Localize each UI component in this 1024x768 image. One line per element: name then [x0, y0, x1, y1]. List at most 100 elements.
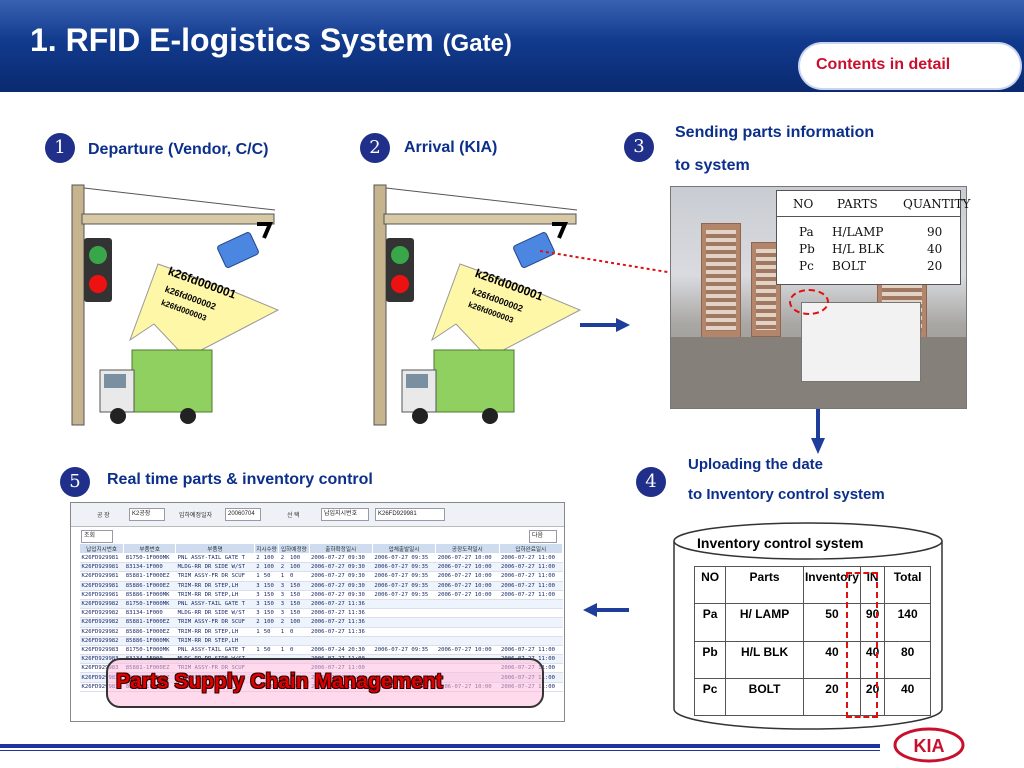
- inv-cell: Pc: [693, 677, 727, 717]
- next-button[interactable]: 다음: [529, 530, 557, 543]
- db-cell: MLDG-RR DR SIDE W/ST: [175, 562, 255, 573]
- db-cell: 2006-07-27 11:36: [309, 627, 373, 637]
- date-label: 입하예정일자: [179, 513, 213, 519]
- db-cell: MLDG-RR DR SIDE W/ST: [175, 608, 255, 619]
- popup-cell: 90: [927, 225, 943, 239]
- step-3-label-line2: to system: [675, 157, 750, 174]
- inv-cell: 40: [884, 677, 931, 717]
- db-cell: 2006-07-27 10:00: [435, 562, 500, 573]
- db-cell: 2006-07-27 09:30: [309, 562, 373, 573]
- db-cell: K26FD929983: [79, 654, 124, 665]
- db-cell: 3: [254, 581, 262, 591]
- db-cell: [435, 608, 500, 619]
- arrow-down-icon: [811, 408, 825, 454]
- popup-cell: 20: [927, 259, 943, 273]
- popup-cell: Pb: [799, 242, 815, 256]
- db-cell: 2: [278, 562, 289, 573]
- db-cell: 85886-1F000MK: [123, 636, 176, 646]
- db-cell: 2006-07-27 11:00: [499, 553, 563, 564]
- page-title: 1. RFID E-logistics System (Gate): [30, 22, 512, 59]
- arrow-right-icon: [580, 318, 630, 332]
- inventory-title: Inventory control system: [697, 535, 864, 551]
- db-cell: TRIM ASSY-FR DR SCUF: [175, 571, 255, 582]
- step-3-label-line1: Sending parts information: [675, 124, 875, 141]
- db-cell: K26FD929981: [79, 590, 124, 600]
- db-cell: 3: [254, 608, 262, 619]
- gate-pole: [71, 184, 85, 426]
- table-row: Pc BOLT 20 20 40: [693, 677, 931, 717]
- inv-header-parts: Parts: [725, 565, 804, 605]
- contents-in-detail-label: Contents in detail: [816, 56, 951, 73]
- db-cell: 83134-1F000: [123, 608, 176, 619]
- db-cell: K26FD929982: [79, 636, 124, 646]
- select-dropdown[interactable]: 납입지시번호: [321, 508, 369, 521]
- inv-cell: 40: [859, 640, 886, 679]
- arrow-left-icon: [583, 603, 629, 617]
- db-cell: 2006-07-27 11:00: [499, 581, 563, 591]
- step-2-badge: 2: [360, 133, 390, 163]
- db-cell: [254, 636, 262, 646]
- inv-cell: 140: [884, 603, 931, 642]
- db-cell: [435, 636, 500, 646]
- db-cell: K26FD929982: [79, 608, 124, 619]
- inv-cell: 20: [859, 677, 886, 717]
- step-1-badge: 1: [45, 133, 75, 163]
- db-cell: 0: [288, 627, 310, 637]
- db-cell: 85881-1F000EZ: [123, 617, 176, 628]
- contents-in-detail-button[interactable]: Contents in detail: [800, 44, 1020, 88]
- db-cell: 3: [254, 599, 262, 610]
- db-cell: [372, 608, 436, 619]
- db-cell: 2006-07-27 09:35: [372, 590, 436, 600]
- select-label: 선 택: [287, 513, 300, 519]
- query-button[interactable]: 조회: [81, 530, 113, 543]
- db-cell: [499, 636, 563, 646]
- departure-gate-diagram: [71, 184, 280, 426]
- db-cell: [261, 636, 279, 646]
- search-input[interactable]: K26FD929981: [375, 508, 445, 521]
- db-header: 업체출발일시: [371, 543, 437, 554]
- db-cell: [278, 636, 289, 646]
- inv-cell: 50: [802, 603, 861, 642]
- table-row: Pa H/ LAMP 50 90 140: [693, 603, 931, 642]
- step-2-label: Arrival (KIA): [404, 139, 498, 156]
- db-cell: TRIM-RR DR STEP,LH: [175, 590, 255, 600]
- db-cell: 2006-07-27 09:30: [309, 553, 373, 564]
- inv-cell: Pb: [693, 640, 727, 679]
- db-cell: 2006-07-27 09:35: [372, 581, 436, 591]
- inventory-table: NO Parts Inventory IN Total Pa H/ LAMP 5…: [693, 565, 931, 717]
- db-cell: 81750-1F000MK: [123, 553, 176, 564]
- db-cell: 50: [261, 645, 279, 656]
- truck-icon: [99, 349, 213, 424]
- rfid-reader-icon: [217, 232, 259, 268]
- db-cell: 150: [261, 599, 279, 610]
- footer-divider: [0, 744, 880, 748]
- popup-cell: Pc: [799, 259, 814, 273]
- date-input[interactable]: 20060704: [225, 508, 261, 521]
- inv-cell: 80: [884, 640, 931, 679]
- db-cell: 2006-07-27 11:00: [499, 590, 563, 600]
- db-cell: 100: [288, 553, 310, 564]
- plant-select[interactable]: K2공장: [129, 508, 165, 521]
- step-1-label: Departure (Vendor, C/C): [88, 141, 269, 158]
- db-cell: 2006-07-24 20:30: [309, 645, 373, 656]
- step-4-badge: 4: [636, 467, 666, 497]
- db-cell: 2006-07-27 09:30: [309, 571, 373, 582]
- db-cell: 85886-1F000MK: [123, 590, 176, 600]
- reader-highlight: [789, 289, 829, 315]
- db-cell: K26FD929983: [79, 663, 124, 674]
- db-cell: [435, 599, 500, 610]
- db-cell: 2006-07-27 11:00: [499, 571, 563, 582]
- step-4-label-line1: Uploading the date: [688, 456, 823, 473]
- step-5-badge: 5: [60, 467, 90, 497]
